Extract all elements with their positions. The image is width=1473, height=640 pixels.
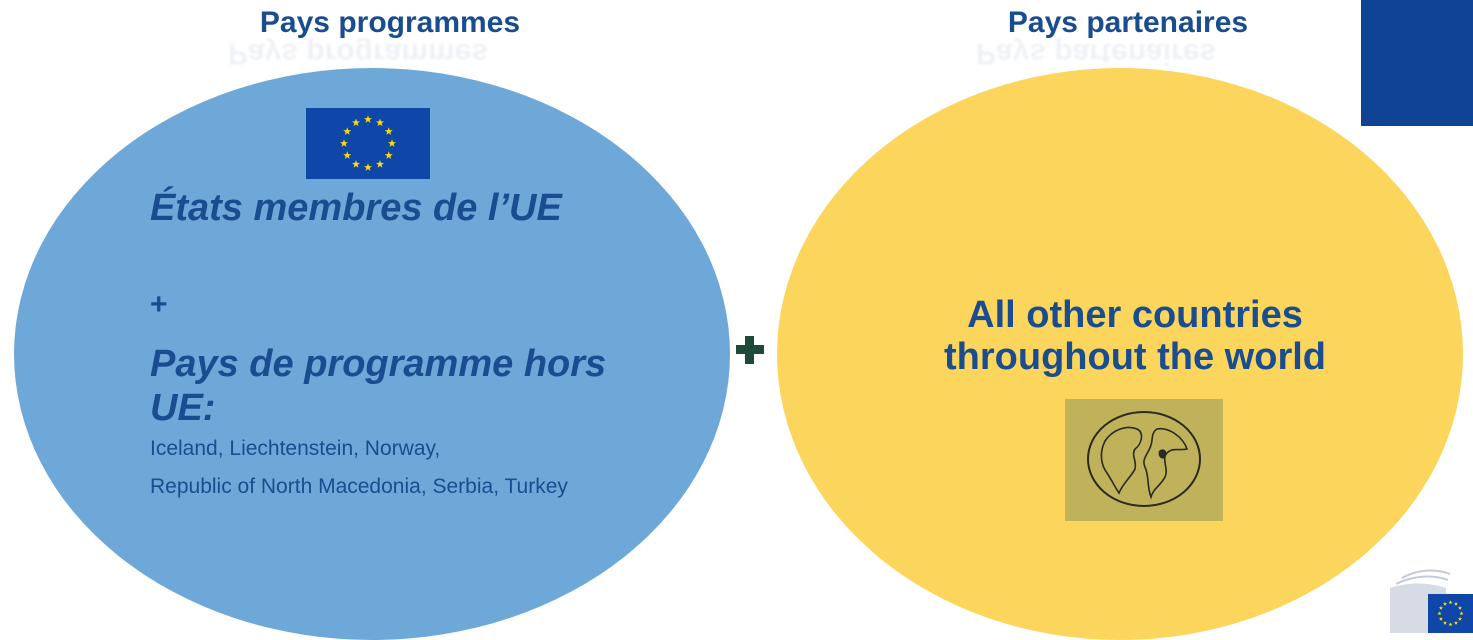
star-icon: [1457, 616, 1463, 621]
star-icon: [1442, 601, 1448, 606]
plus-icon: [736, 336, 764, 364]
other-countries-title: All other countries throughout the world: [943, 294, 1327, 378]
globe-icon: [1065, 399, 1223, 521]
star-icon: [1457, 605, 1463, 610]
partner-countries-ellipse: [777, 68, 1463, 640]
eu-flag-icon: [306, 108, 430, 179]
heading-partner-countries: Pays partenaires: [1007, 6, 1249, 39]
heading-program-countries: Pays programmes: [259, 6, 521, 39]
star-icon: [1448, 600, 1453, 605]
countries-line-1: Iceland, Liechtenstein, Norway,: [150, 437, 441, 460]
star-icon: [1437, 611, 1442, 616]
star-icon: [1453, 601, 1459, 606]
heading-reflection-left: Pays programmes: [227, 37, 489, 70]
star-icon: [1442, 620, 1448, 625]
star-icon: [352, 160, 360, 168]
star-icon: [343, 151, 352, 159]
star-icon: [384, 127, 393, 135]
heading-reflection-right: Pays partenaires: [975, 37, 1217, 70]
star-icon: [1453, 620, 1459, 625]
star-icon: [343, 127, 352, 135]
european-commission-logo: [1388, 566, 1473, 633]
countries-line-2: Republic of North Macedonia, Serbia, Tur…: [150, 475, 568, 498]
star-icon: [1438, 605, 1444, 610]
star-icon: [1459, 611, 1464, 616]
star-icon: [352, 118, 360, 127]
star-icon: [340, 139, 348, 147]
star-icon: [364, 163, 372, 171]
star-icon: [1438, 616, 1444, 621]
non-eu-program-countries-title: Pays de programme hors UE:: [150, 343, 607, 429]
corner-decoration: [1361, 0, 1473, 126]
star-icon: [376, 160, 384, 168]
star-icon: [376, 118, 384, 127]
eu-member-states-title: États membres de l’UE: [150, 187, 562, 229]
star-icon: [388, 139, 396, 147]
plus-sign: +: [150, 288, 168, 321]
star-icon: [384, 151, 393, 159]
star-icon: [364, 115, 372, 123]
star-icon: [1448, 622, 1453, 627]
